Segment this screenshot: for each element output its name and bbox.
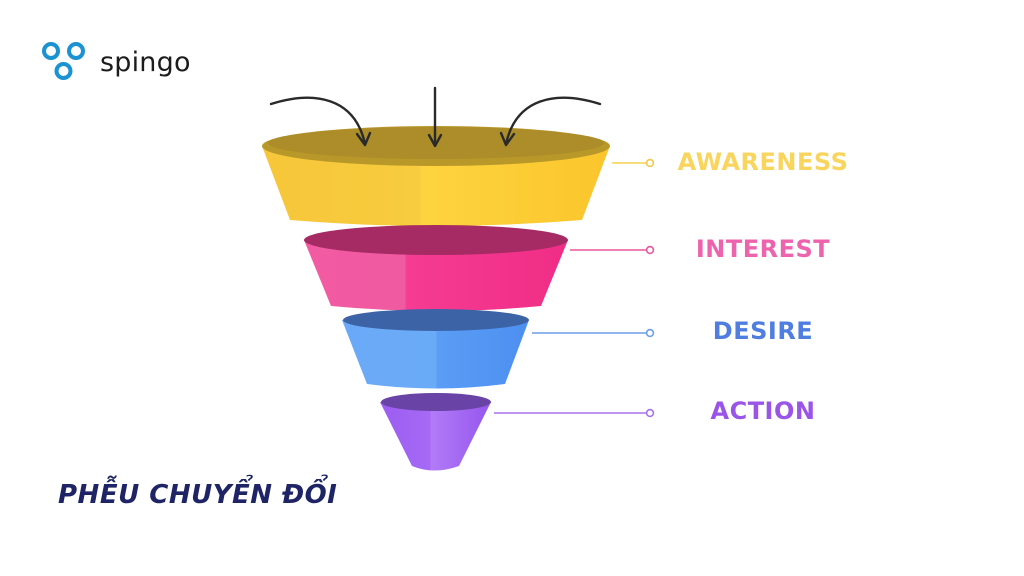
funnel-stage-interest[interactable] [304, 225, 568, 311]
connector-awareness [612, 158, 655, 168]
label-awareness: AWARENESS [677, 148, 849, 176]
linked-rings-logo-icon [42, 42, 85, 80]
connector-interest [570, 245, 655, 255]
down-arrow-icon [427, 86, 443, 148]
right-curved-arrow-icon [499, 96, 602, 147]
left-curved-arrow-icon [269, 96, 372, 147]
connector-action [494, 408, 655, 418]
funnel-stage-desire[interactable] [342, 309, 529, 389]
label-action: ACTION [710, 397, 816, 425]
label-desire: DESIRE [712, 317, 814, 345]
brand-logo[interactable]: spingo [40, 40, 191, 84]
label-interest: INTEREST [695, 235, 831, 263]
brand-name: spingo [100, 46, 191, 78]
connector-desire [532, 328, 655, 338]
funnel-stage-action[interactable] [380, 393, 491, 471]
page-title: PHỄU CHUYỂN ĐỔI [58, 480, 338, 510]
